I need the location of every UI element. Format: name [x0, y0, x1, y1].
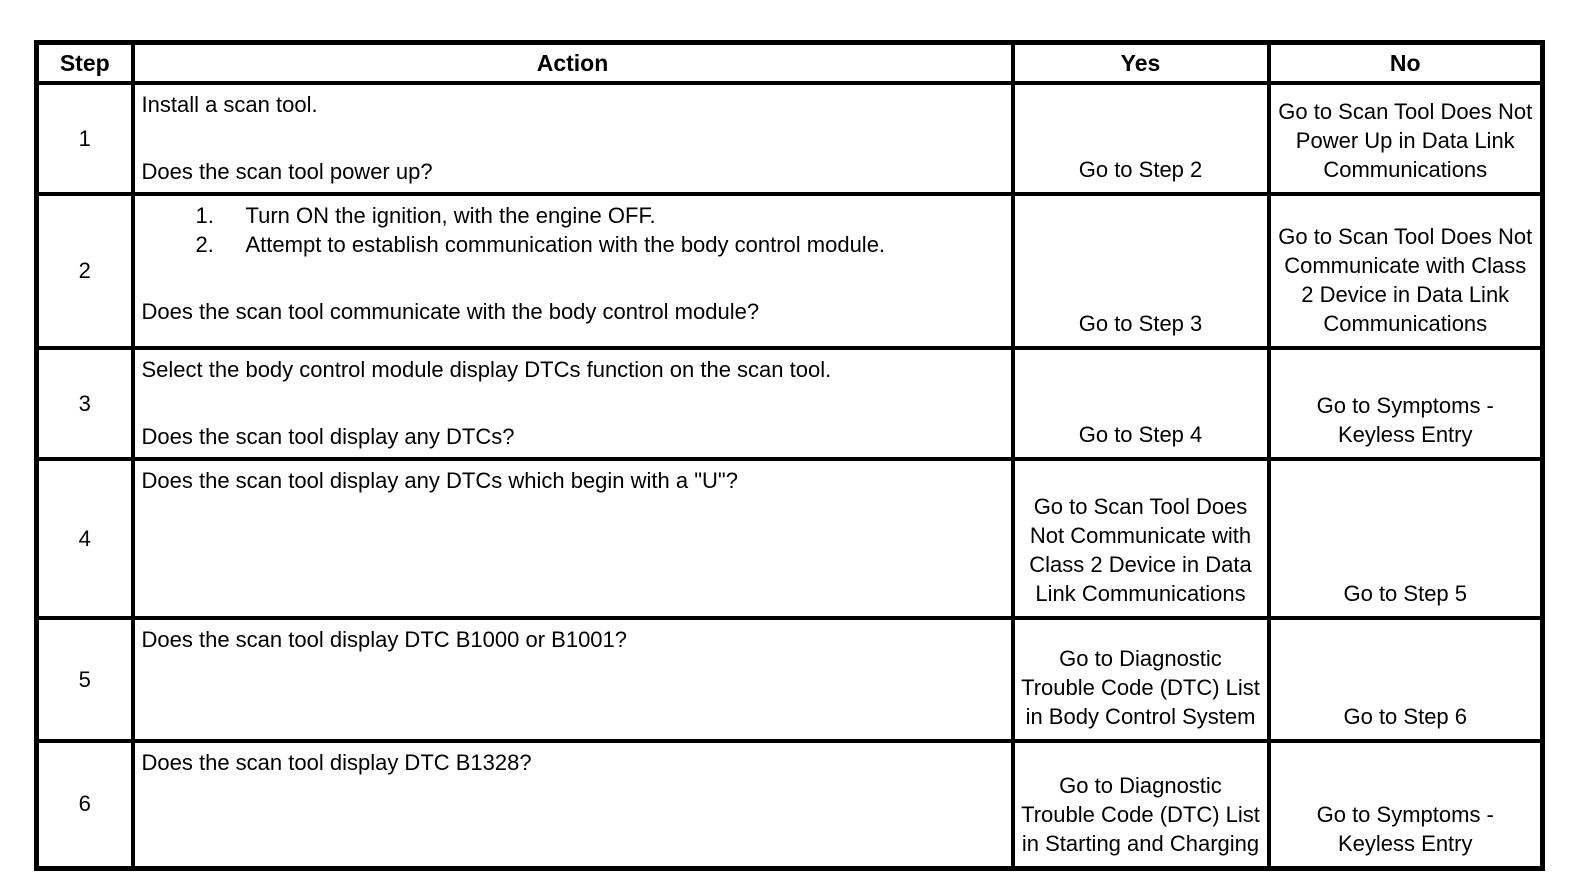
header-step: Step	[34, 40, 135, 85]
step-number: 1	[34, 81, 135, 196]
action-cell: Install a scan tool. Does the scan tool …	[130, 81, 1015, 196]
yes-cell: Go to Step 3	[1010, 192, 1271, 350]
no-cell: Go to Step 6	[1266, 616, 1545, 743]
header-no: No	[1266, 40, 1545, 85]
no-cell: Go to Symptoms - Keyless Entry	[1266, 346, 1545, 461]
step-number: 6	[34, 739, 135, 870]
yes-cell: Go to Diagnostic Trouble Code (DTC) List…	[1010, 616, 1271, 743]
step-number: 4	[34, 457, 135, 620]
yes-cell: Go to Step 4	[1010, 346, 1271, 461]
no-cell: Go to Scan Tool Does Not Power Up in Dat…	[1266, 81, 1545, 196]
step-number: 3	[34, 346, 135, 461]
action-intro: Install a scan tool.	[141, 92, 318, 117]
table-header-row: Step Action Yes No	[34, 40, 1545, 85]
action-cell: Select the body control module display D…	[130, 346, 1015, 461]
action-question: Does the scan tool display any DTCs?	[141, 424, 515, 449]
action-question: Does the scan tool communicate with the …	[141, 299, 760, 324]
list-number: 1.	[195, 203, 214, 228]
action-cell: 1. Turn ON the ignition, with the engine…	[130, 192, 1015, 350]
action-question: Does the scan tool display DTC B1000 or …	[141, 627, 628, 652]
table-row: 4 Does the scan tool display any DTCs wh…	[34, 457, 1545, 620]
action-list-item: 2. Attempt to establish communication wi…	[142, 230, 1003, 259]
header-yes: Yes	[1010, 40, 1271, 85]
yes-cell: Go to Diagnostic Trouble Code (DTC) List…	[1010, 739, 1271, 870]
no-cell: Go to Scan Tool Does Not Communicate wit…	[1266, 192, 1545, 350]
yes-cell: Go to Step 2	[1010, 81, 1271, 196]
document-page: Step Action Yes No 1 Install a scan tool…	[0, 40, 1584, 888]
action-question: Does the scan tool display any DTCs whic…	[141, 468, 738, 493]
action-cell: Does the scan tool display any DTCs whic…	[130, 457, 1015, 620]
action-intro: Select the body control module display D…	[141, 357, 832, 382]
diagnostic-table: Step Action Yes No 1 Install a scan tool…	[34, 40, 1545, 871]
list-number: 2.	[195, 232, 214, 257]
step-number: 5	[34, 616, 135, 743]
action-list-item: 1. Turn ON the ignition, with the engine…	[142, 201, 1003, 230]
table-row: 5 Does the scan tool display DTC B1000 o…	[34, 616, 1545, 743]
header-action: Action	[130, 40, 1015, 85]
table-row: 6 Does the scan tool display DTC B1328? …	[34, 739, 1545, 870]
table-row: 1 Install a scan tool. Does the scan too…	[34, 81, 1545, 196]
yes-cell: Go to Scan Tool Does Not Communicate wit…	[1010, 457, 1271, 620]
table-row: 3 Select the body control module display…	[34, 346, 1545, 461]
action-cell: Does the scan tool display DTC B1000 or …	[130, 616, 1015, 743]
table-row: 2 1. Turn ON the ignition, with the engi…	[34, 192, 1545, 350]
list-text: Turn ON the ignition, with the engine OF…	[245, 203, 656, 228]
no-cell: Go to Symptoms - Keyless Entry	[1266, 739, 1545, 870]
action-cell: Does the scan tool display DTC B1328?	[130, 739, 1015, 870]
no-cell: Go to Step 5	[1266, 457, 1545, 620]
list-text: Attempt to establish communication with …	[245, 232, 886, 257]
action-question: Does the scan tool display DTC B1328?	[141, 750, 532, 775]
action-question: Does the scan tool power up?	[141, 159, 433, 184]
step-number: 2	[34, 192, 135, 350]
